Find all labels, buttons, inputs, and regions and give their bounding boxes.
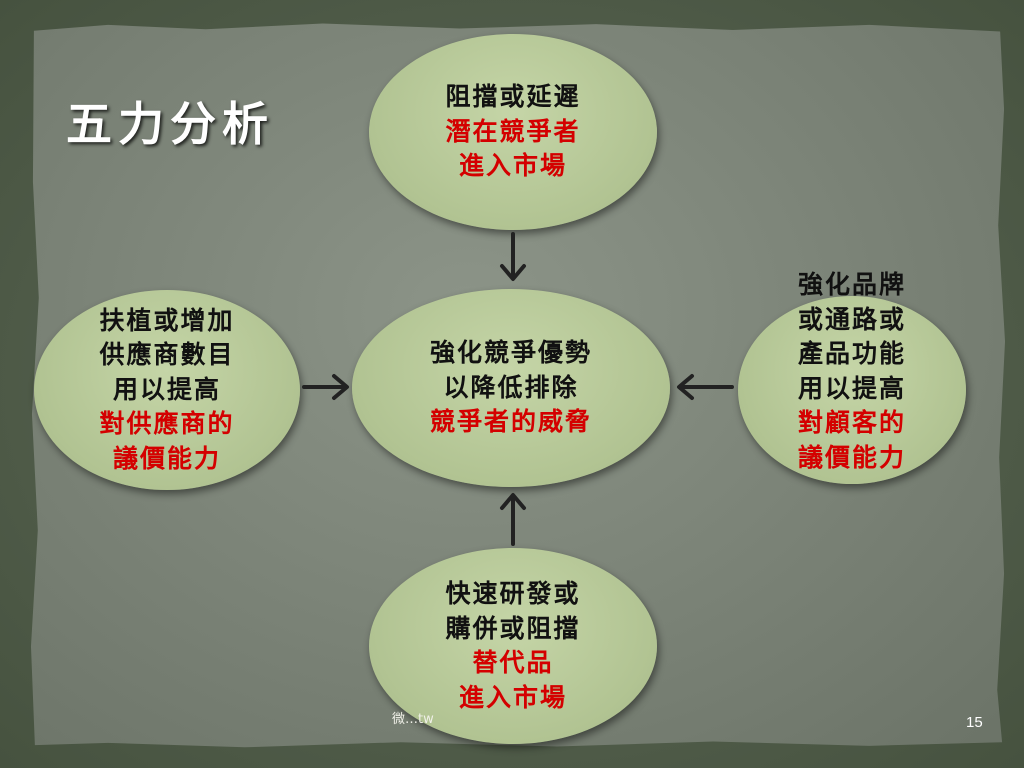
node-line: 競爭者的威脅: [429, 407, 592, 437]
arrow-right-icon: [302, 374, 349, 400]
node-line: 產品功能: [797, 339, 906, 368]
arrow-up-icon: [500, 493, 526, 546]
node-line: 進入市場: [458, 151, 567, 181]
slide-number: 15: [966, 714, 983, 731]
node-line: 購併或阻擋: [445, 613, 581, 643]
node-line: 進入市場: [458, 682, 567, 712]
node-line: 阻擋或延遲: [445, 82, 581, 112]
node-substitutes: 快速研發或 購併或阻擋 替代品 進入市場: [369, 548, 657, 744]
node-suppliers: 扶植或增加 供應商數目 用以提高 對供應商的 議價能力: [34, 290, 300, 490]
node-line: 扶植或增加: [99, 305, 235, 335]
arrow-left-icon: [677, 374, 734, 400]
node-line: 對供應商的: [99, 409, 235, 439]
node-line: 以降低排除: [443, 372, 579, 402]
node-line: 議價能力: [112, 443, 221, 473]
node-line: 強化競爭優勢: [429, 338, 592, 368]
node-line: 強化品牌: [797, 270, 906, 299]
node-line: 快速研發或: [445, 579, 581, 608]
node-buyers: 強化品牌 或通路或 產品功能 用以提高 對顧客的 議價能力: [738, 270, 966, 484]
slide-title: 五力分析: [66, 97, 274, 151]
node-line: 替代品: [472, 648, 554, 677]
node-new-entrants: 阻擋或延遲 潛在競爭者 進入市場: [369, 34, 657, 230]
node-rivalry: 強化競爭優勢 以降低排除 競爭者的威脅: [352, 289, 670, 487]
node-line: 對顧客的: [797, 408, 906, 437]
node-line: 或通路或: [797, 304, 906, 334]
node-line: 議價能力: [797, 442, 906, 472]
arrow-down-icon: [500, 232, 526, 281]
node-line: 供應商數目: [99, 340, 235, 370]
node-line: 用以提高: [112, 374, 221, 404]
node-line: 用以提高: [797, 373, 906, 403]
footer-text: 微…tw: [392, 712, 434, 727]
node-line: 潛在競爭者: [445, 116, 581, 146]
